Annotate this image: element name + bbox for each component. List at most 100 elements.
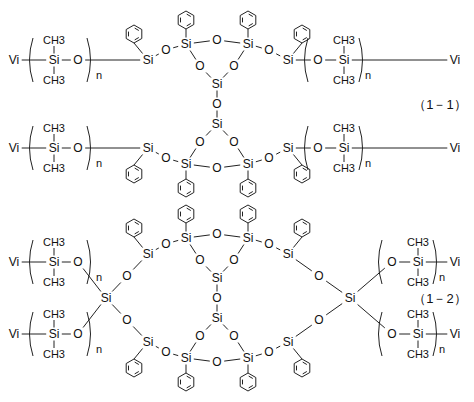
bond-line [344, 134, 345, 142]
bond-line [133, 261, 142, 270]
ring-double-bond [135, 372, 139, 374]
bond-line [248, 171, 249, 180]
bond-line [238, 51, 244, 60]
atom-symbol: O [263, 44, 274, 56]
repeat-index: n [364, 158, 372, 169]
methyl-group: CH3 [42, 237, 66, 248]
repeat-bracket [433, 240, 437, 284]
methyl-group: CH3 [42, 35, 66, 46]
repeat-bracket [87, 312, 91, 356]
bond-line [293, 155, 302, 166]
atom-symbol: O [263, 346, 274, 358]
bond-line [134, 349, 143, 360]
bond-line [276, 346, 280, 348]
atom-symbol: Si [180, 232, 193, 244]
bond-line [190, 343, 196, 352]
atom-symbol: Vi [8, 54, 20, 66]
ring-double-bond [187, 218, 191, 220]
bond-line [62, 334, 71, 335]
ring-double-bond [180, 380, 181, 385]
bond-line [134, 43, 143, 54]
bond-line [134, 237, 143, 248]
ring-double-bond [249, 14, 253, 16]
atom-symbol: O [386, 328, 397, 340]
bond-line [206, 131, 211, 136]
atom-symbol: O [312, 54, 323, 66]
atom-symbol: Vi [449, 54, 461, 66]
atom-symbol: Si [412, 256, 425, 268]
ring-double-bond [303, 168, 307, 170]
bond-line [224, 359, 240, 361]
atom-symbol: Si [180, 158, 193, 170]
repeat-index: n [438, 344, 446, 355]
atom-symbol: O [211, 162, 222, 174]
bond-line [54, 134, 55, 142]
bond-line [186, 171, 187, 180]
bond-line [256, 240, 262, 242]
atom-symbol: Si [180, 352, 193, 364]
atom-symbol: O [211, 98, 222, 110]
repeat-bracket [87, 38, 91, 82]
bond-line [156, 152, 159, 154]
bond-line [352, 60, 448, 61]
bond-line [326, 304, 342, 315]
ring-double-bond [296, 226, 297, 231]
repeat-index: n [95, 158, 103, 169]
ring-double-bond [128, 366, 129, 371]
repeat-bracket [359, 126, 363, 170]
ring-double-bond [303, 362, 307, 364]
atom-symbol: Si [48, 328, 61, 340]
bond-line [156, 54, 159, 56]
bond-line [238, 245, 244, 254]
bond-line [238, 343, 244, 352]
bond-line [190, 51, 196, 60]
methyl-group: CH3 [406, 237, 430, 248]
methyl-group: CH3 [42, 309, 66, 320]
bond-line [206, 73, 211, 78]
bond-line [248, 223, 249, 232]
bond-line [399, 262, 410, 263]
bond-line [217, 91, 218, 98]
repeat-index: n [95, 272, 103, 283]
atom-symbol: O [211, 34, 222, 46]
atom-symbol: O [160, 346, 171, 358]
bond-line [256, 46, 262, 48]
bond-line [248, 29, 249, 38]
atom-symbol: O [194, 136, 205, 148]
bond-line [194, 165, 210, 167]
ring-double-bond [303, 232, 307, 234]
atom-symbol: Si [48, 256, 61, 268]
atom-symbol: Si [211, 118, 224, 130]
atom-symbol: O [160, 152, 171, 164]
atom-symbol: Vi [449, 328, 461, 340]
bond-line [418, 320, 419, 328]
ring-double-bond [187, 182, 191, 184]
methyl-group: CH3 [406, 277, 430, 288]
bond-line [296, 325, 312, 336]
bond-line [190, 149, 196, 158]
bond-line [344, 67, 345, 75]
ring-double-bond [242, 380, 243, 385]
bond-line [296, 260, 312, 271]
atom-symbol: Si [142, 336, 155, 348]
bond-line [22, 148, 47, 149]
atom-symbol: O [228, 60, 239, 72]
atom-symbol: O [160, 44, 171, 56]
repeat-index: n [95, 70, 103, 81]
atom-symbol: Si [412, 328, 425, 340]
bond-line [326, 281, 342, 292]
atom-symbol: O [228, 136, 239, 148]
repeat-bracket [305, 126, 309, 170]
atom-symbol: O [72, 142, 83, 154]
bond-line [186, 29, 187, 38]
atom-symbol: Si [338, 54, 351, 66]
repeat-index: n [438, 272, 446, 283]
atom-symbol: Si [211, 272, 224, 284]
bond-line [248, 365, 249, 374]
ring-double-bond [249, 376, 253, 378]
ring-double-bond [135, 222, 139, 224]
methyl-group: CH3 [42, 123, 66, 134]
phenyl-ring [178, 373, 194, 391]
bond-line [276, 248, 280, 250]
